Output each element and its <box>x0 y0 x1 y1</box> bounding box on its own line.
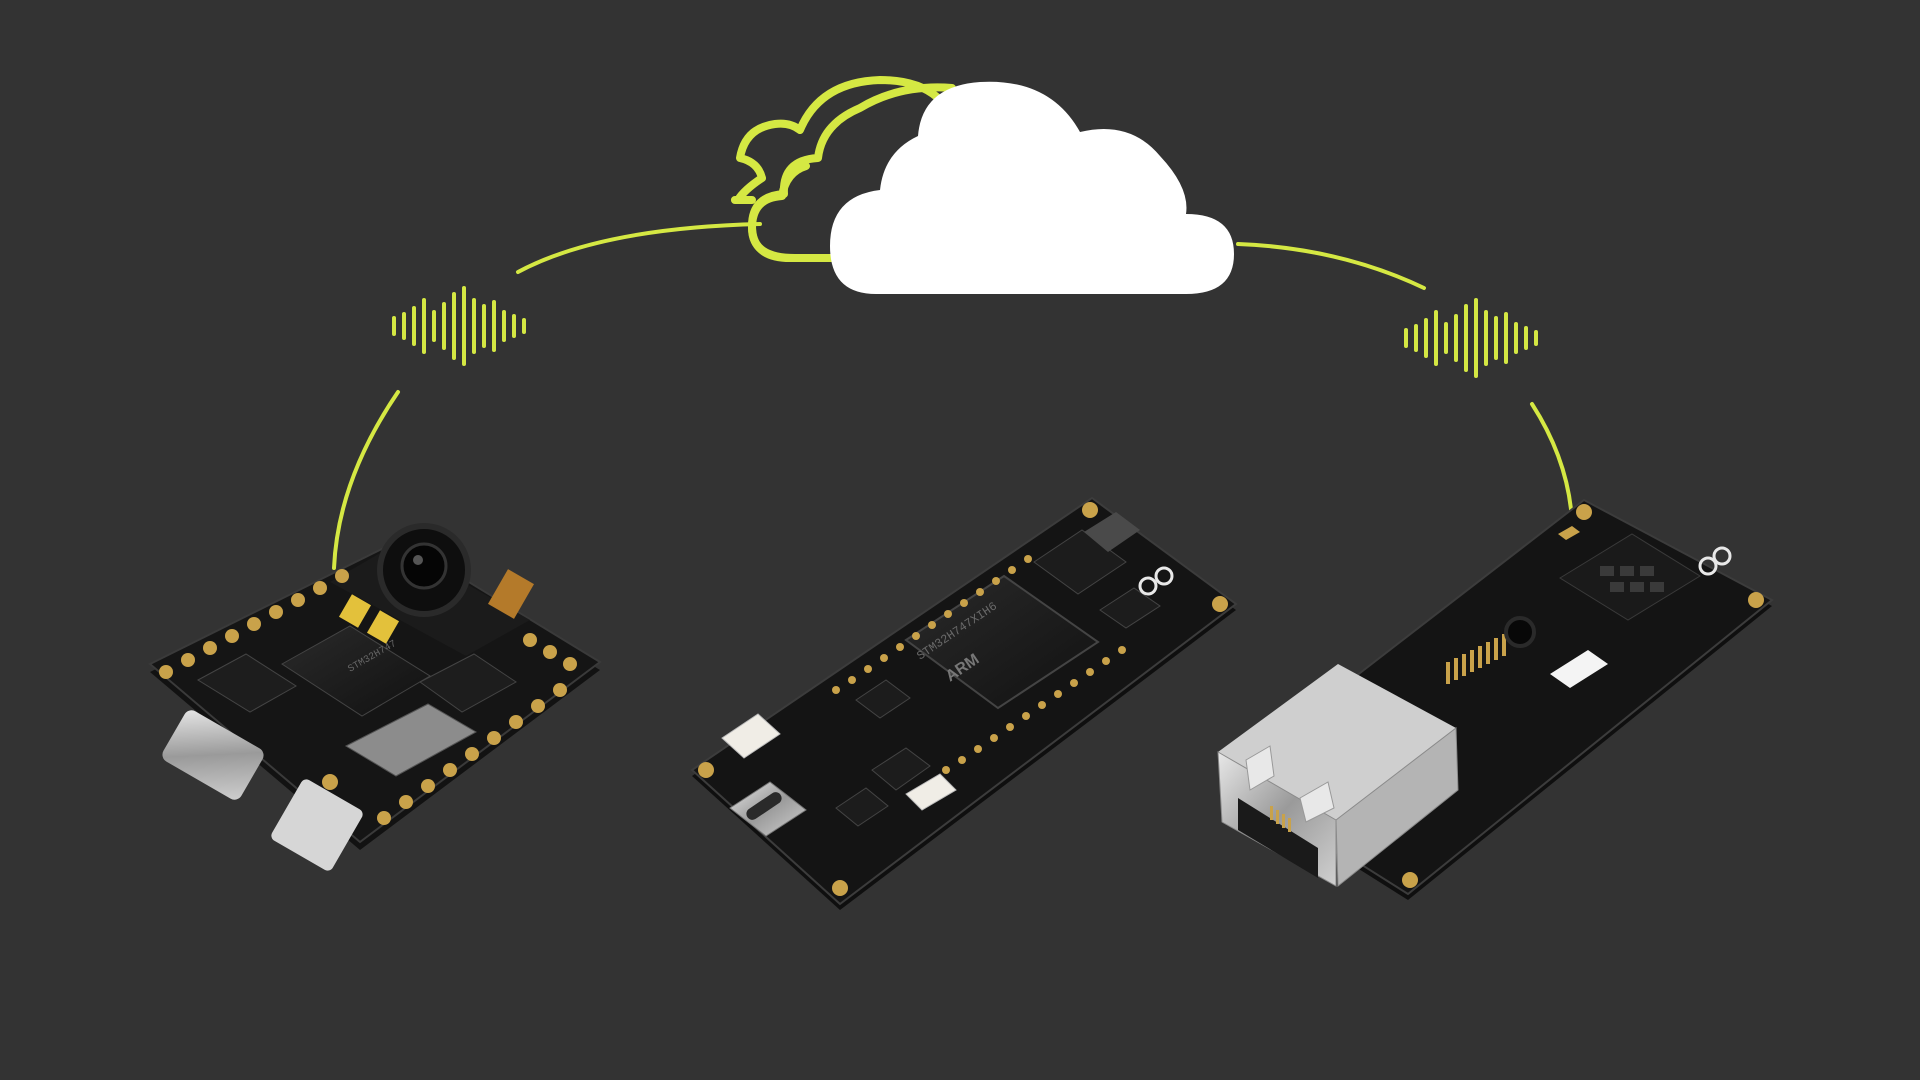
cloud-outline-back-icon <box>748 83 964 262</box>
connection-arc-left-top <box>516 222 762 274</box>
radio-waveform-icon-left <box>392 286 526 366</box>
connection-arc-left-bottom <box>332 390 400 570</box>
microcontroller-board-usb-c: STM32H747XIH6 ARM <box>690 496 1238 910</box>
connection-arc-right-bottom <box>1530 402 1574 522</box>
connection-arc-right-top <box>1236 242 1426 290</box>
ethernet-carrier-board <box>1217 498 1774 900</box>
small-camera-lens-icon <box>1504 616 1536 648</box>
cloud-icon <box>830 81 1234 294</box>
microcontroller-board-with-camera: STM32H747 <box>148 523 602 871</box>
arduino-logo-icon <box>1138 566 1174 596</box>
arduino-logo-icon-right <box>1698 546 1732 576</box>
ethernet-port-icon <box>1238 798 1318 878</box>
radio-waveform-icon-right <box>1404 298 1538 378</box>
